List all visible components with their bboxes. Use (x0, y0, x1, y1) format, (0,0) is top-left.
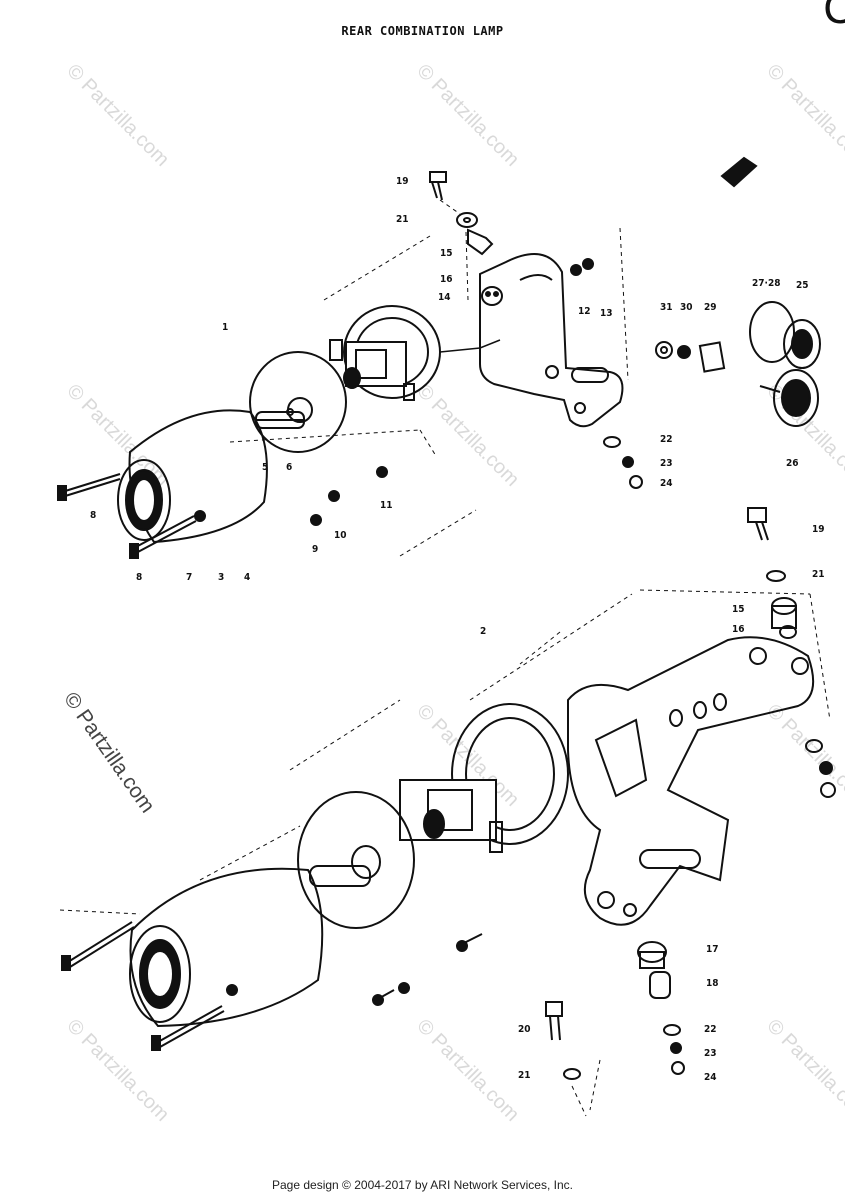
reflector-part (773, 369, 819, 427)
bolt-part (429, 171, 447, 201)
callout-29: 29 (704, 302, 717, 313)
washer-part (766, 570, 786, 582)
washer-part (805, 739, 823, 753)
callout-12: 12 (578, 306, 591, 317)
callout-30: 30 (680, 302, 693, 313)
washer-part (663, 1024, 681, 1036)
callout-5: 5 (262, 462, 268, 473)
nut-part (582, 258, 594, 270)
callout-14: 14 (438, 292, 451, 303)
washer-part (398, 982, 410, 994)
callout-24: 24 (704, 1072, 717, 1083)
callout-24: 24 (660, 478, 673, 489)
gasket-part (297, 791, 415, 929)
reflector-part (749, 301, 795, 363)
screw-part (61, 473, 121, 493)
callout-23: 23 (660, 458, 673, 469)
callout-25: 25 (796, 280, 809, 291)
callout-19: 19 (396, 176, 409, 187)
screw-part (67, 921, 133, 963)
screw-part (376, 466, 388, 478)
lamp-base-part (451, 703, 569, 845)
nut-part (629, 475, 643, 489)
grommet-part (481, 286, 503, 306)
screw-part (310, 514, 322, 526)
callout-15: 15 (732, 604, 745, 615)
lamp-bracket-part (479, 253, 624, 428)
collar-part (467, 228, 494, 256)
callout-7: 7 (186, 572, 192, 583)
page-footer: Page design © 2004-2017 by ARI Network S… (271, 1178, 573, 1192)
callout-3: 3 (218, 572, 224, 583)
lens-part (129, 925, 191, 1023)
callout-8: 8 (90, 510, 96, 521)
callout-9: 9 (312, 544, 318, 555)
screw-part (157, 1005, 223, 1043)
nut-part (671, 1061, 685, 1075)
gasket-part (249, 351, 347, 453)
reflector-part (783, 319, 821, 369)
bolt-part (747, 507, 767, 523)
callout-1: 1 (222, 322, 228, 333)
grommet-part (637, 941, 667, 963)
washer-part (622, 456, 634, 468)
assembly-leader-lines (59, 199, 831, 1117)
spacer-part (779, 625, 797, 639)
callout-27-28: 27·28 (752, 278, 780, 289)
lens-housing-part (129, 867, 324, 1028)
callout-21: 21 (518, 1070, 531, 1081)
callout-18: 18 (706, 978, 719, 989)
callout-labels: 19 21 15 16 14 12 13 1 31 30 29 27·28 25… (90, 176, 825, 1083)
plate-part (698, 341, 726, 373)
callout-8: 8 (136, 572, 142, 583)
washer-part (328, 490, 340, 502)
diagram-title: REAR COMBINATION LAMP (341, 24, 504, 38)
direction-arrow-icon (720, 156, 758, 188)
callout-21: 21 (812, 569, 825, 580)
callout-15: 15 (440, 248, 453, 259)
callout-16: 16 (440, 274, 453, 285)
washer-part (677, 345, 691, 359)
callout-20: 20 (518, 1024, 531, 1035)
callout-26: 26 (786, 458, 799, 469)
nut-part (570, 264, 582, 276)
callout-10: 10 (334, 530, 347, 541)
washer-part (670, 1042, 682, 1054)
lamp-bracket-part (567, 636, 815, 926)
screw-part (133, 515, 195, 549)
callout-16: 16 (732, 624, 745, 635)
callout-6: 6 (286, 462, 292, 473)
callout-22: 22 (660, 434, 673, 445)
callout-11: 11 (380, 500, 393, 511)
callout-31: 31 (660, 302, 673, 313)
washer-part (456, 212, 478, 228)
callout-17: 17 (706, 944, 719, 955)
page-corner-glyph: C (823, 0, 845, 33)
callout-2: 2 (480, 626, 486, 637)
callout-19: 19 (812, 524, 825, 535)
bolt-part (545, 1001, 563, 1017)
callout-13: 13 (600, 308, 613, 319)
spacer-part (649, 971, 671, 999)
callout-21: 21 (396, 214, 409, 225)
nut-part (655, 341, 673, 359)
callout-22: 22 (704, 1024, 717, 1035)
callout-4: 4 (244, 572, 250, 583)
washer-part (563, 1068, 581, 1080)
callout-23: 23 (704, 1048, 717, 1059)
washer-part (603, 436, 621, 448)
lens-part (117, 459, 171, 541)
